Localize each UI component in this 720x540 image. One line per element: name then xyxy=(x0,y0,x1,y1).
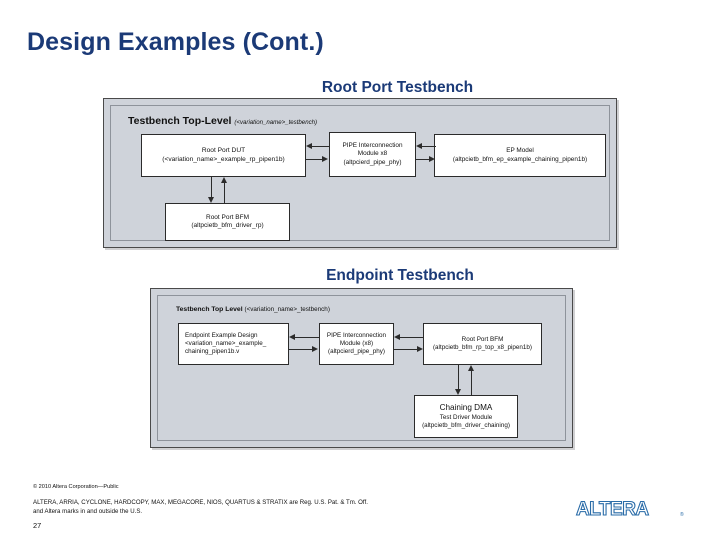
arrowhead-epmodel-to-pipe xyxy=(416,142,422,149)
figure-endpoint-caption: Testbench Top Level (<variation_name>_te… xyxy=(176,306,330,313)
connector-pipe-to-rpbfm-line xyxy=(394,349,418,350)
block-pipe-interconnection-line3: (altpcierd_pipe_phy) xyxy=(343,158,402,166)
altera-logo-registered-mark: ® xyxy=(680,511,684,518)
figure-root-port-caption-title: Testbench Top-Level xyxy=(128,115,232,127)
block-endpoint-example-line3: chaining_pipen1b.v xyxy=(185,348,240,356)
block-ep-model-title: EP Model xyxy=(506,147,534,155)
block-ep-model-sub: (altpcietb_bfm_ep_example_chaining_pipen… xyxy=(452,155,588,163)
figure-endpoint-inner-frame: Testbench Top Level (<variation_name>_te… xyxy=(157,295,566,441)
block-root-port-bfm-endpoint: Root Port BFM (altpcietb_bfm_rp_top_x8_p… xyxy=(423,323,542,365)
block-root-port-bfm-endpoint-title: Root Port BFM xyxy=(461,335,504,343)
block-root-port-bfm: Root Port BFM (altpcietb_bfm_driver_rp) xyxy=(165,203,290,241)
block-pipe-interconnection-module-endpoint: PIPE Interconnection Module (x8) (altpci… xyxy=(319,323,394,365)
block-root-port-bfm-sub: (altpcietb_bfm_driver_rp) xyxy=(191,222,264,229)
figure-endpoint-testbench: Testbench Top Level (<variation_name>_te… xyxy=(150,288,573,448)
block-ep-model: EP Model (altpcietb_bfm_ep_example_chain… xyxy=(434,134,606,177)
arrowhead-rpbfm-to-chaining xyxy=(454,389,461,395)
connector-pipe-to-rpdut-line xyxy=(312,146,329,147)
slide-number: 27 xyxy=(33,521,42,530)
arrowhead-pipe-to-rpbfm xyxy=(417,345,423,352)
figure-root-port-testbench: Testbench Top-Level (<variation_name>_te… xyxy=(103,98,617,248)
arrowhead-endpoint-to-pipe xyxy=(312,345,318,352)
block-root-port-bfm-title: Root Port BFM xyxy=(206,213,249,221)
connector-epmodel-to-pipe-line xyxy=(422,146,436,147)
arrowhead-rpbfm-to-rpdut xyxy=(220,177,227,183)
figure-root-port-inner-frame: Testbench Top-Level (<variation_name>_te… xyxy=(110,105,610,241)
arrowhead-pipe-to-rpdut xyxy=(306,142,312,149)
arrowhead-chaining-to-rpbfm xyxy=(467,365,474,371)
block-pipe-interconnection-line1: PIPE Interconnection xyxy=(342,142,403,150)
block-root-port-dut: Root Port DUT (<variation_name>_example_… xyxy=(141,134,306,177)
connector-chaining-to-rpbfm-line xyxy=(471,371,472,395)
altera-logo-text: ALTERA xyxy=(576,499,649,520)
block-chaining-dma-line3: (altpcietb_bfm_driver_chaining) xyxy=(422,421,510,429)
block-root-port-dut-title: Root Port DUT xyxy=(201,147,246,155)
figure-endpoint-caption-title: Testbench Top Level xyxy=(176,306,243,313)
block-pipe-endpoint-line2: Module (x8) xyxy=(339,339,374,347)
connector-rpbfm-to-rpdut-line xyxy=(224,183,225,203)
arrowhead-rpdut-to-pipe xyxy=(322,155,328,162)
block-pipe-endpoint-line3: (altpcierd_pipe_phy) xyxy=(327,348,386,356)
connector-rpdut-to-rpbfm-line xyxy=(211,177,212,197)
block-chaining-dma-line2: Test Driver Module xyxy=(439,413,493,421)
block-chaining-dma: Chaining DMA Test Driver Module (altpcie… xyxy=(414,395,518,438)
connector-pipe-to-endpoint-line xyxy=(295,337,319,338)
block-pipe-interconnection-line2: Module x8 xyxy=(357,150,388,158)
arrowhead-rpdut-to-rpbfm xyxy=(207,197,214,203)
block-endpoint-example-design: Endpoint Example Design <variation_name>… xyxy=(178,323,289,365)
arrowhead-pipe-to-endpoint xyxy=(289,333,295,340)
block-pipe-endpoint-line1: PIPE Interconnection xyxy=(326,331,387,339)
connector-endpoint-to-pipe-line xyxy=(289,349,313,350)
block-endpoint-example-line2: <variation_name>_example_ xyxy=(185,339,267,347)
block-pipe-interconnection-module: PIPE Interconnection Module x8 (altpcier… xyxy=(329,132,416,177)
connector-rpbfm-to-chaining-line xyxy=(458,365,459,389)
page-title: Design Examples (Cont.) xyxy=(27,28,324,56)
section-heading-endpoint: Endpoint Testbench xyxy=(326,267,474,284)
connector-rpbfm-to-pipe-line xyxy=(400,337,424,338)
footer-copyright: © 2010 Altera Corporation—Public xyxy=(33,484,119,490)
footer-trademark-line-1: ALTERA, ARRIA, CYCLONE, HARDCOPY, MAX, M… xyxy=(33,499,368,506)
block-chaining-dma-title: Chaining DMA xyxy=(439,403,493,413)
block-endpoint-example-line1: Endpoint Example Design xyxy=(185,331,258,339)
block-root-port-bfm-endpoint-sub: (altpcietb_bfm_rp_top_x8_pipen1b) xyxy=(432,344,533,351)
connector-pipe-to-epmodel-line xyxy=(416,159,430,160)
figure-endpoint-caption-sub: (<variation_name>_testbench) xyxy=(244,306,330,313)
block-root-port-dut-sub: (<variation_name>_example_rp_pipen1b) xyxy=(162,155,285,163)
arrowhead-pipe-to-epmodel xyxy=(429,155,435,162)
footer-trademark-line-2: and Altera marks in and outside the U.S. xyxy=(33,508,143,515)
figure-root-port-caption-sub: (<variation_name>_testbench) xyxy=(234,119,318,126)
altera-logo: ALTERA ® xyxy=(575,498,684,520)
connector-rpdut-to-pipe-line xyxy=(306,159,323,160)
figure-root-port-caption: Testbench Top-Level (<variation_name>_te… xyxy=(128,115,317,127)
arrowhead-rpbfm-to-pipe xyxy=(394,333,400,340)
section-heading-root-port: Root Port Testbench xyxy=(321,79,474,96)
